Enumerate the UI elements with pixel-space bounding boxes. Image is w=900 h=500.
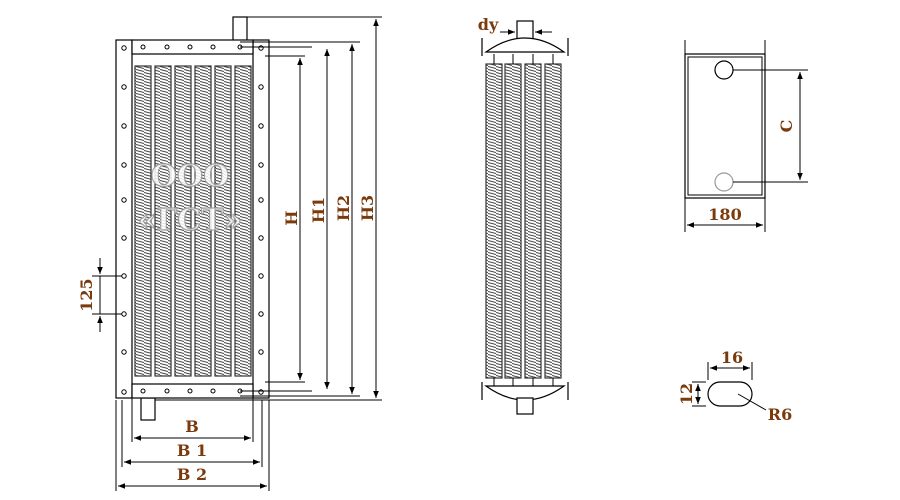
side-top-nozzle bbox=[516, 20, 534, 40]
height-label-h: H bbox=[282, 210, 301, 225]
height-label-h3: H3 bbox=[358, 195, 377, 221]
slot-detail bbox=[692, 362, 767, 411]
height-label-h2: H2 bbox=[334, 195, 353, 221]
bottom-nozzle bbox=[140, 397, 156, 421]
slot-height-label: 12 bbox=[677, 383, 696, 405]
flange-holes bbox=[121, 44, 264, 395]
watermark-line2: «ГСТ» bbox=[138, 203, 242, 238]
top-nozzle bbox=[232, 16, 248, 42]
width-label-b2: B 2 bbox=[177, 465, 207, 484]
width-dimensions bbox=[115, 398, 270, 491]
width-label-b: B bbox=[185, 417, 199, 436]
finned-tubes bbox=[134, 65, 252, 377]
pitch-dimension bbox=[92, 258, 122, 332]
side-view bbox=[481, 20, 569, 415]
slot-shape bbox=[707, 381, 753, 407]
flange-spacing-label: C bbox=[777, 120, 796, 133]
slot-radius-label: R6 bbox=[768, 405, 792, 424]
front-view bbox=[115, 16, 270, 421]
side-finned-tubes bbox=[485, 63, 562, 379]
width-label-b1: B 1 bbox=[177, 441, 207, 460]
flange-view bbox=[684, 40, 766, 199]
height-dimensions bbox=[155, 16, 382, 401]
flange-width-label: 180 bbox=[708, 205, 741, 224]
right-flange bbox=[252, 39, 270, 399]
side-bottom-nozzle bbox=[516, 397, 534, 415]
flange-plate bbox=[684, 53, 766, 199]
watermark-line1: ООО bbox=[151, 159, 229, 194]
left-flange bbox=[115, 39, 133, 399]
side-top-header bbox=[484, 37, 566, 53]
height-label-h1: H1 bbox=[309, 197, 328, 223]
slot-width-label: 16 bbox=[721, 348, 743, 367]
pitch-label: 125 bbox=[77, 278, 96, 311]
nozzle-label: dy bbox=[478, 15, 499, 34]
flange-dimensions bbox=[684, 69, 808, 232]
